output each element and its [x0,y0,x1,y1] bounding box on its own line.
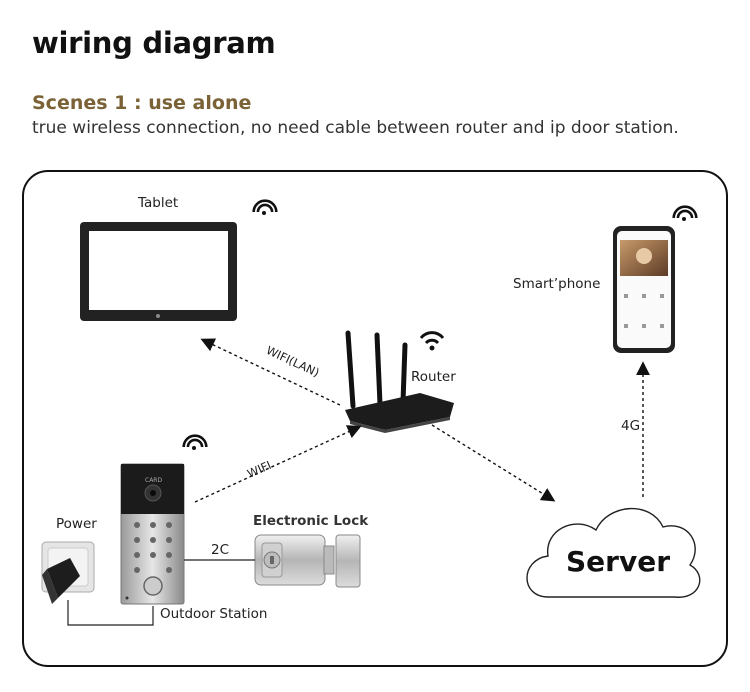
page-title: wiring diagram [32,26,276,60]
server-label: Server [566,545,671,578]
power-adapter-device [41,541,95,604]
smartphone-device [613,226,675,353]
electronic-lock-device [254,534,361,588]
smartphone-label: Smart’phone [513,276,601,292]
scene-description: true wireless connection, no need cable … [32,118,679,138]
server-cloud [526,507,701,598]
connection-router-server [431,424,556,502]
tablet-device [80,222,237,321]
wifi-icon [182,434,208,450]
four-g-label: 4G [621,418,641,434]
power-label: Power [56,516,97,532]
wifi-icon [672,205,698,221]
door-station-card-label: CARD [145,477,162,484]
wifi-icon [419,331,445,351]
router-device [345,330,454,433]
outdoor-station-device [120,463,185,605]
outdoor-station-label: Outdoor Station [160,606,268,622]
tablet-label: Tablet [138,195,179,211]
electronic-lock-label: Electronic Lock [253,513,369,529]
connection-wifi-lan [200,338,341,406]
scene-title: Scenes 1 : use alone [32,92,252,114]
wifi-icon [252,199,278,215]
router-label: Router [411,369,456,385]
wire-power [67,600,154,626]
diagram-frame [22,170,728,667]
connection-wifi [194,425,362,503]
two-c-label: 2C [211,542,230,558]
